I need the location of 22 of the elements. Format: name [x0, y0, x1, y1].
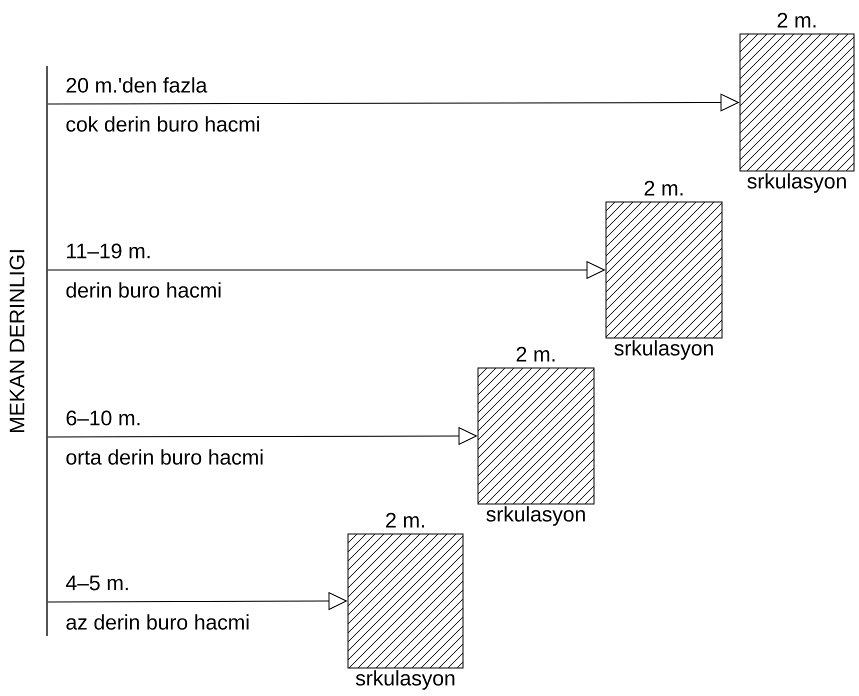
hatched-square	[348, 534, 464, 668]
hatched-square	[478, 368, 594, 504]
edge-label: 4–5 m.	[66, 576, 128, 590]
hatched-square	[740, 34, 854, 172]
edge-label: 20 m.'den fazla	[66, 77, 208, 93]
edge-label: 11–19 m.	[67, 244, 150, 258]
dimension-label: 2 m.	[386, 512, 424, 528]
area-label: srkulasyon	[614, 340, 713, 360]
axis-label: MEKAN DERINLIGI	[10, 250, 24, 432]
vertical-line	[46, 66, 48, 636]
edge-label: 6–10 m.	[66, 410, 140, 426]
area-label: srkulasyon	[486, 506, 585, 526]
dimension-label: 2 m.	[644, 180, 682, 196]
dimension-label: 2 m.	[516, 346, 554, 362]
area-label: srkulasyon	[747, 173, 846, 193]
hatched-square	[606, 202, 722, 338]
description-label: cok derin buro hacmi	[66, 116, 259, 132]
description-label: derin buro hacmi	[66, 282, 220, 298]
dimension-label: 2 m.	[778, 12, 816, 28]
area-label: srkulasyon	[356, 670, 454, 690]
description-label: orta derin buro hacmi	[66, 449, 262, 465]
description-label: az derin buro hacmi	[66, 614, 248, 630]
